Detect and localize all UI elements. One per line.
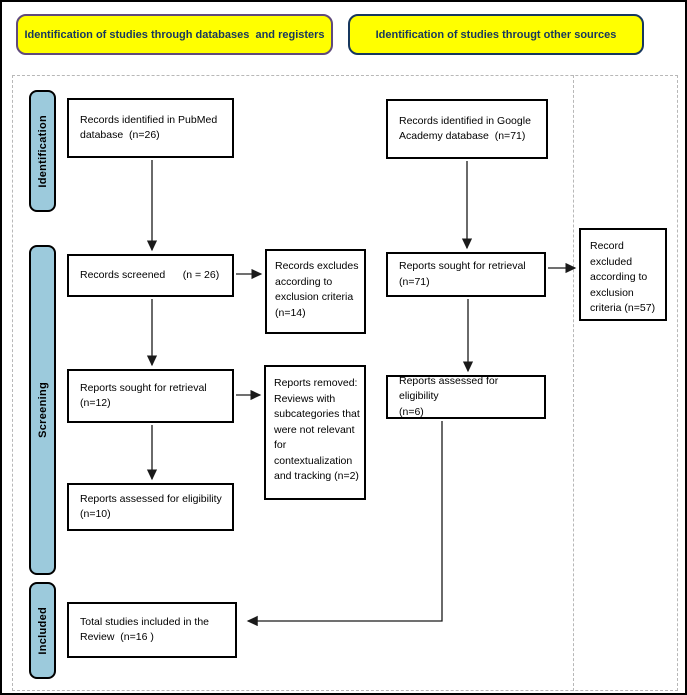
stage-label-screening: Screening <box>36 382 49 438</box>
box-records-excluded-14: Records excludes according to exclusion … <box>265 249 366 334</box>
box-total-included-16: Total studies included in the Review (n=… <box>67 602 237 658</box>
box-records-identified-pubmed: Records identified in PubMed database (n… <box>67 98 234 158</box>
box-reports-sought-71: Reports sought for retrieval (n=71) <box>386 252 546 297</box>
box-records-screened: Records screened (n = 26) <box>67 254 234 297</box>
box-records-excluded-14-text: Records excludes according to exclusion … <box>275 260 359 319</box>
banner-other-sources: Identification of studies througt other … <box>348 14 644 55</box>
box-records-screened-text: Records screened (n = 26) <box>80 268 220 281</box>
dashed-frame <box>12 75 678 691</box>
box-reports-removed-2: Reports removed: Reviews with subcategor… <box>264 365 366 500</box>
box-reports-assessed-6-text: Reports assessed for eligibility (n=6) <box>399 374 499 418</box>
box-reports-assessed-10-text: Reports assessed for eligibility (n=10) <box>80 492 222 521</box>
box-record-excluded-57-text: Record excluded according to exclusion c… <box>590 240 656 314</box>
box-reports-removed-2-text: Reports removed: Reviews with subcategor… <box>274 377 360 482</box>
box-reports-sought-12-text: Reports sought for retrieval (n=12) <box>80 381 207 410</box>
box-records-identified-google-text: Records identified in Google Academy dat… <box>399 114 531 143</box>
stage-label-identification: Identification <box>36 114 49 188</box>
box-records-identified-pubmed-text: Records identified in PubMed database (n… <box>80 113 218 142</box>
dashed-divider <box>573 75 574 691</box>
banner-databases-registers: Identification of studies through databa… <box>16 14 333 55</box>
stage-label-included: Included <box>36 606 49 655</box>
box-total-included-16-text: Total studies included in the Review (n=… <box>80 615 209 644</box>
box-reports-assessed-10: Reports assessed for eligibility (n=10) <box>67 483 234 531</box>
box-records-identified-google: Records identified in Google Academy dat… <box>386 99 548 159</box>
stage-bar-identification: Identification <box>29 90 56 212</box>
box-reports-assessed-6: Reports assessed for eligibility (n=6) <box>386 375 546 419</box>
box-reports-sought-12: Reports sought for retrieval (n=12) <box>67 369 234 423</box>
stage-bar-included: Included <box>29 582 56 679</box>
box-reports-sought-71-text: Reports sought for retrieval (n=71) <box>399 260 526 288</box>
box-record-excluded-57: Record excluded according to exclusion c… <box>579 228 667 321</box>
stage-bar-screening: Screening <box>29 245 56 575</box>
